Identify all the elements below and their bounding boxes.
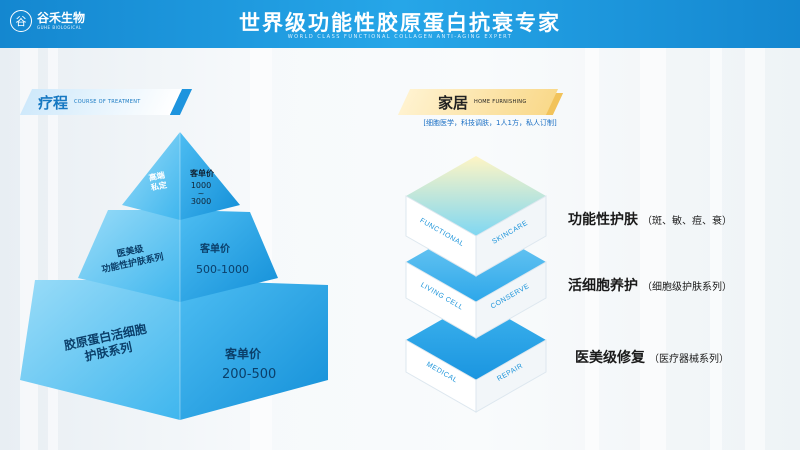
- bg-stripe: [745, 40, 765, 450]
- section-label-course: 疗程 COURSE OF TREATMENT: [19, 89, 193, 115]
- bg-stripe: [710, 40, 722, 450]
- feature-detail: （细胞级护肤系列）: [642, 282, 732, 293]
- feature-detail: （斑、敏、痘、衰）: [642, 216, 732, 227]
- feature-title: 医美级修复: [575, 350, 645, 366]
- feature-1: 功能性护肤 （斑、敏、痘、衰）: [568, 209, 732, 229]
- bg-stripe: [48, 40, 58, 450]
- pyramid-tier-1-left: [122, 132, 180, 220]
- pyramid-tier-3-left: [20, 280, 180, 420]
- tier-3-price: 200-500: [222, 367, 277, 382]
- brand-logo: 谷 谷禾生物 GUHE BIOLOGICAL: [10, 10, 85, 32]
- logo-name-en: GUHE BIOLOGICAL: [37, 25, 82, 30]
- section-title-en: HOME FURNISHING: [474, 99, 527, 105]
- logo-icon: 谷: [10, 10, 32, 32]
- feature-3: 医美级修复 （医疗器械系列）: [575, 347, 729, 367]
- section-label-home: 家居 HOME FURNISHING: [397, 89, 564, 115]
- pyramid-tier-2-right: [180, 210, 278, 302]
- pyramid-tier-2-left: [78, 210, 180, 302]
- header-bar: 谷 谷禾生物 GUHE BIOLOGICAL 世界级功能性胶原蛋白抗衰专家 WO…: [0, 0, 800, 48]
- feature-title: 功能性护肤: [568, 212, 638, 228]
- bg-stripe: [585, 40, 599, 450]
- tier-1-price: 1000 ~ 3000: [190, 181, 212, 206]
- pyramid-tier-3-right: [180, 280, 328, 420]
- section-title: 疗程: [38, 93, 69, 112]
- cube-3-right-face: [475, 339, 547, 413]
- pyramid-tier-1-right: [180, 132, 240, 220]
- tier-2-price-label: 客单价: [200, 244, 230, 255]
- feature-detail: （医疗器械系列）: [649, 354, 729, 365]
- tier-1-price-label: 客单价: [190, 169, 214, 178]
- page-title: 世界级功能性胶原蛋白抗衰专家: [239, 11, 561, 35]
- bg-stripe: [640, 40, 666, 450]
- cube-2-right-face: [475, 261, 547, 339]
- feature-title: 活细胞养护: [568, 278, 638, 294]
- logo-name: 谷禾生物: [37, 11, 86, 25]
- page-subtitle: WORLD CLASS FUNCTIONAL COLLAGEN ANTI-AGI…: [287, 34, 513, 40]
- tier-2-price: 500-1000: [196, 263, 249, 276]
- section-title: 家居: [438, 93, 469, 112]
- section-note: [细胞医学，科技调肤，1人1方，私人订制]: [423, 119, 557, 127]
- tier-3-price-label: 客单价: [225, 347, 262, 361]
- section-title-en: COURSE OF TREATMENT: [74, 99, 141, 105]
- feature-2: 活细胞养护 （细胞级护肤系列）: [568, 275, 732, 295]
- cube-1-right-face: [475, 195, 547, 277]
